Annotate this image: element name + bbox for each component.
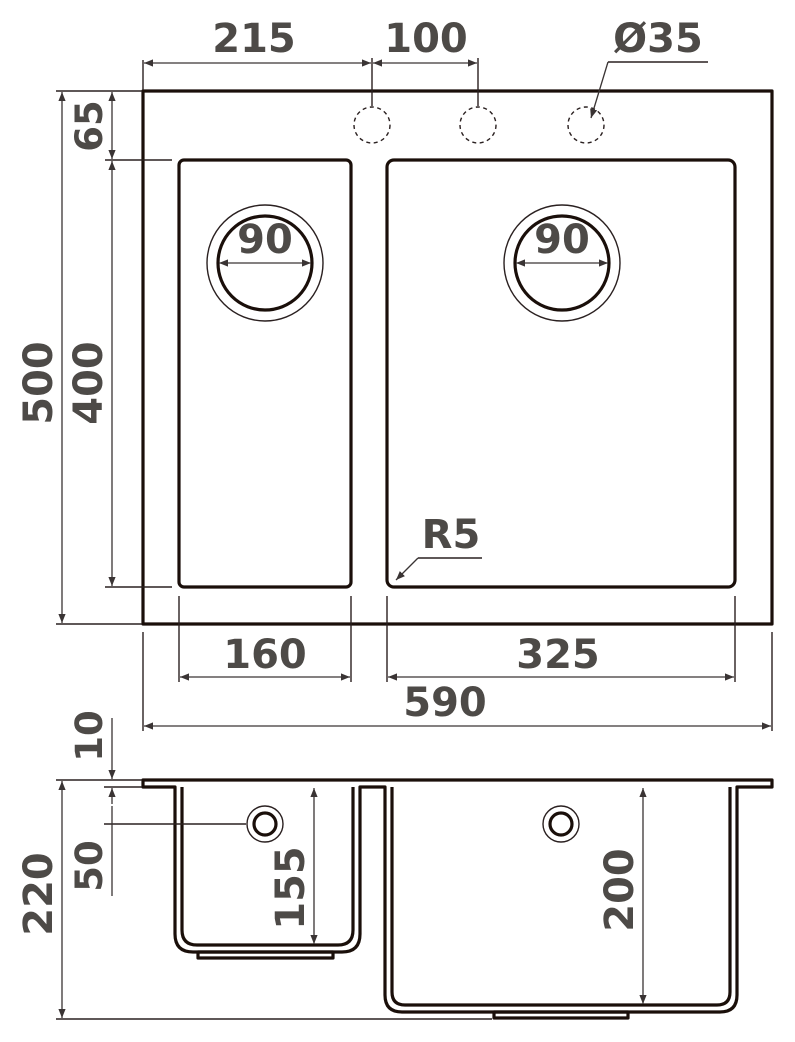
side-view: 10 50 220 155 200 [16,710,774,1020]
dim-hole-spacing-label: 100 [384,16,468,62]
top-view: 90 90 215 100 Ø35 500 65 400 R5 [16,16,774,731]
dim-bowl-depth-label: 400 [66,341,112,425]
tap-hole-2 [459,106,497,144]
dim-large-bowl-height-label: 200 [597,848,643,932]
dim-rim-thickness-label: 10 [68,710,111,762]
small-bowl-inner-wall [180,787,355,947]
overflow-small [246,805,284,843]
dim-total-width-label: 590 [403,680,487,726]
dim-left-to-hole-label: 215 [212,16,296,62]
dim-overflow-offset-label: 50 [68,840,111,892]
tap-hole-1 [353,106,391,144]
dim-rim-front-label: 65 [68,100,111,152]
dim-small-bowl-height-label: 155 [268,846,314,930]
drain-fitting-small [196,950,335,960]
overflow-large [542,805,580,843]
dim-total-depth-label: 500 [16,341,62,425]
dim-hole-diameter-label: Ø35 [613,16,703,62]
dim-small-bowl-width-label: 160 [223,632,307,678]
drain-small-diameter-label: 90 [237,217,293,263]
drain-large-diameter-label: 90 [534,217,590,263]
leader-corner-radius [395,557,419,581]
large-bowl-inner-wall [390,787,732,1007]
sink-outline-top [141,89,774,626]
drain-fitting-large [492,1010,630,1020]
drain-large-bowl [503,204,621,322]
tap-hole-3 [567,106,605,144]
dim-large-bowl-width-label: 325 [516,632,600,678]
dim-corner-radius-label: R5 [422,512,481,558]
sink-profile-side [141,778,774,1014]
dim-total-height-label: 220 [16,852,62,936]
drain-small-bowl [206,204,324,322]
small-bowl-top [177,158,353,589]
leader-hole-diameter [590,61,609,119]
large-bowl-top [385,158,737,589]
